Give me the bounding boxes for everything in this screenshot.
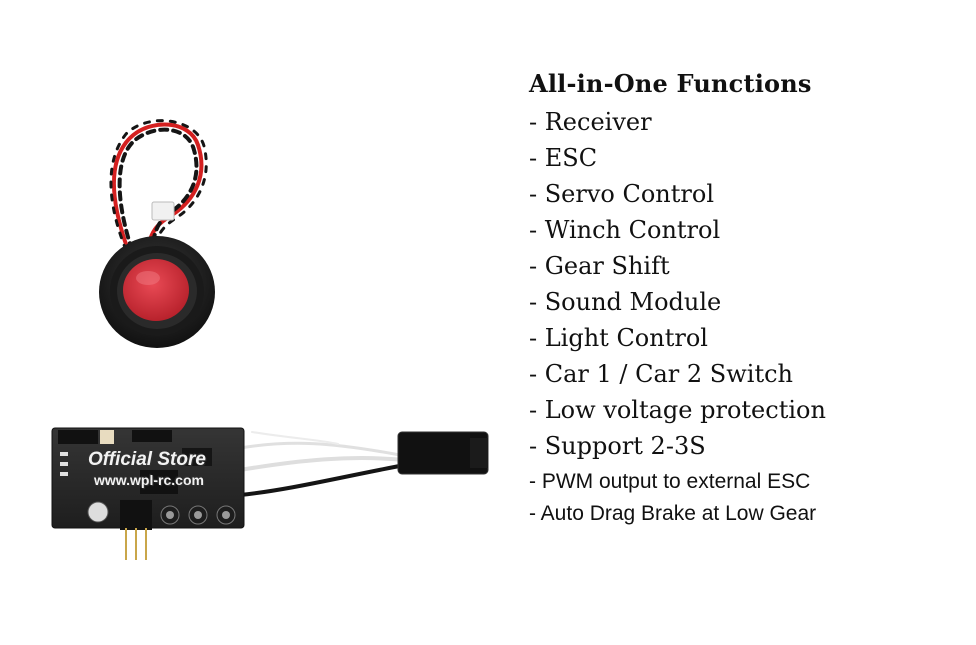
feature-item: - Low voltage protection	[529, 396, 826, 424]
feature-item: - Auto Drag Brake at Low Gear	[529, 502, 817, 525]
feature-item: - Support 2-3S	[529, 432, 706, 460]
speaker-connector	[151, 201, 175, 221]
feature-list-title: All-in-One Functions	[529, 69, 812, 98]
feature-item: - Receiver	[529, 108, 652, 136]
feature-list-panel: All-in-One Functions - Receiver - ESC - …	[529, 66, 969, 530]
product-photo-area: Official Store www.wpl-rc.com	[51, 119, 489, 560]
feature-item: - Servo Control	[529, 180, 715, 208]
watermark-official-store: Official Store	[88, 449, 206, 470]
feature-item: - ESC	[529, 144, 598, 172]
servo-lead-wires	[238, 431, 407, 497]
feature-list: - Receiver - ESC - Servo Control - Winch…	[529, 104, 969, 530]
speaker-photo	[99, 236, 215, 348]
watermark-website: www.wpl-rc.com	[94, 472, 204, 488]
feature-item: - Sound Module	[529, 288, 722, 316]
feature-item: - Winch Control	[529, 216, 721, 244]
feature-item: - Gear Shift	[529, 252, 670, 280]
receiver-esc-board-photo	[51, 427, 245, 560]
speaker-wire	[109, 119, 208, 252]
feature-item: - Car 1 / Car 2 Switch	[529, 360, 793, 388]
feature-item: - Light Control	[529, 324, 708, 352]
feature-item: - PWM output to external ESC	[529, 470, 811, 493]
